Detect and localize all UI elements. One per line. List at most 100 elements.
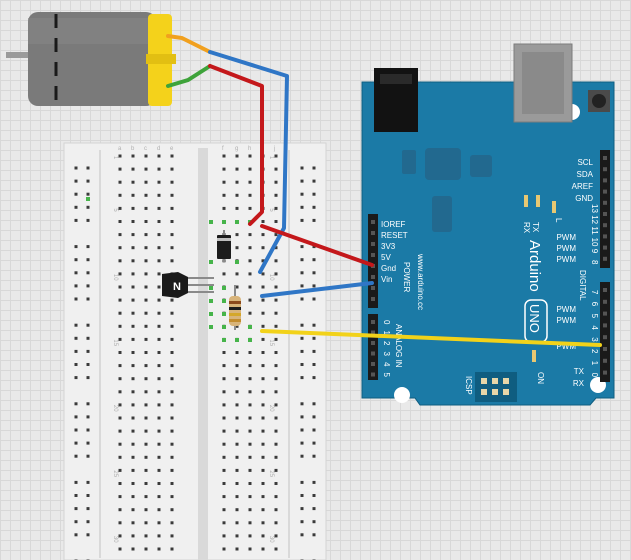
breadboard-hole <box>131 521 135 525</box>
breadboard-hole <box>274 508 278 512</box>
rail-hole <box>312 284 316 288</box>
row-number: 25 <box>268 470 274 477</box>
breadboard-hole-active <box>222 338 226 342</box>
breadboard-hole <box>222 468 226 472</box>
digital-pin-number: 5 <box>590 314 599 319</box>
breadboard-hole <box>144 508 148 512</box>
breadboard-hole <box>118 220 122 223</box>
rail-hole <box>300 218 304 222</box>
rail-hole <box>74 323 78 327</box>
breadboard-hole <box>170 521 174 525</box>
breadboard-hole <box>118 337 122 341</box>
rail-hole <box>312 520 316 524</box>
website-label: www.arduino.cc <box>416 253 425 310</box>
wire-yellow-signal <box>260 329 602 347</box>
breadboard-hole <box>222 206 226 210</box>
breadboard-hole-active <box>209 220 213 224</box>
breadboard-hole <box>170 246 174 250</box>
rail-hole <box>312 507 316 511</box>
breadboard-hole <box>261 482 265 485</box>
rail-hole <box>312 179 316 183</box>
breadboard-hole <box>274 455 278 459</box>
rail-hole <box>312 415 316 419</box>
rail-hole <box>86 415 90 419</box>
rail-hole <box>300 284 304 288</box>
digital-header-high <box>600 150 610 268</box>
header-pin <box>371 372 375 377</box>
column-letter: c <box>144 146 147 152</box>
reset-button[interactable] <box>592 94 606 108</box>
breadboard-hole <box>118 311 122 315</box>
power-header-label: POWER <box>402 262 411 292</box>
digital-pin-number: 8 <box>590 260 599 265</box>
rail-hole <box>86 218 90 222</box>
breadboard-hole <box>261 468 265 472</box>
rail-hole <box>86 166 90 170</box>
header-pin <box>603 178 607 183</box>
breadboard-hole <box>248 259 252 263</box>
breadboard-hole <box>170 193 174 197</box>
breadboard-hole <box>157 455 161 459</box>
breadboard-hole <box>144 468 148 472</box>
breadboard-hole <box>144 429 148 433</box>
usb-connector-inner <box>522 52 564 114</box>
breadboard-hole <box>131 311 135 315</box>
breadboard-hole <box>144 298 148 302</box>
breadboard-hole <box>131 337 135 341</box>
pwm-label: PWM <box>556 305 576 314</box>
breadboard-hole <box>118 455 122 459</box>
breadboard-hole <box>261 233 265 237</box>
header-pin <box>603 223 607 228</box>
breadboard-hole <box>235 351 239 354</box>
breadboard-hole <box>248 455 252 459</box>
rail-hole <box>312 494 316 497</box>
breadboard-hole <box>261 285 265 289</box>
motor-wire-orange <box>166 34 212 54</box>
breadboard-hole <box>235 508 239 512</box>
motor-wire-green <box>166 64 212 88</box>
column-letter: b <box>131 146 135 152</box>
breadboard-hole <box>144 416 148 420</box>
breadboard-hole <box>261 246 265 250</box>
breadboard-hole <box>170 377 174 381</box>
breadboard-hole <box>235 206 239 210</box>
breadboard-hole <box>170 351 174 354</box>
breadboard-hole <box>144 259 148 263</box>
rail-hole <box>312 245 316 249</box>
breadboard-hole <box>274 272 278 276</box>
breadboard-hole <box>274 180 278 184</box>
tx-pin-label: TX <box>574 367 585 376</box>
power-pin-label: IOREF <box>381 220 406 229</box>
breadboard-hole <box>235 547 239 551</box>
breadboard-hole <box>131 233 135 237</box>
rail-hole <box>300 415 304 419</box>
breadboard-center-channel <box>198 148 208 560</box>
breadboard-hole-active <box>222 220 226 224</box>
digital-pin-number: 1 <box>590 361 599 366</box>
breadboard-hole <box>144 364 148 368</box>
breadboard-hole <box>235 154 239 158</box>
breadboard-hole <box>248 390 252 394</box>
breadboard-hole <box>118 377 122 381</box>
breadboard-hole <box>274 534 278 538</box>
icsp-pin <box>503 378 509 384</box>
breadboard-hole <box>144 180 148 184</box>
breadboard-hole <box>157 220 161 223</box>
breadboard-hole-active <box>222 299 226 303</box>
breadboard-highlight-holes <box>86 197 252 342</box>
wire-blue-gnd <box>260 281 374 298</box>
breadboard-hole-active <box>209 260 213 264</box>
breadboard-hole <box>170 534 174 538</box>
breadboard-hole <box>157 442 161 446</box>
breadboard-hole <box>261 220 265 223</box>
header-pin <box>603 156 607 160</box>
rail-hole <box>312 336 316 340</box>
breadboard-hole <box>248 285 252 289</box>
breadboard-hole <box>274 442 278 446</box>
rail-hole <box>300 258 304 262</box>
breadboard-hole <box>222 508 226 512</box>
rail-hole <box>74 297 78 301</box>
breadboard-hole <box>118 547 122 551</box>
